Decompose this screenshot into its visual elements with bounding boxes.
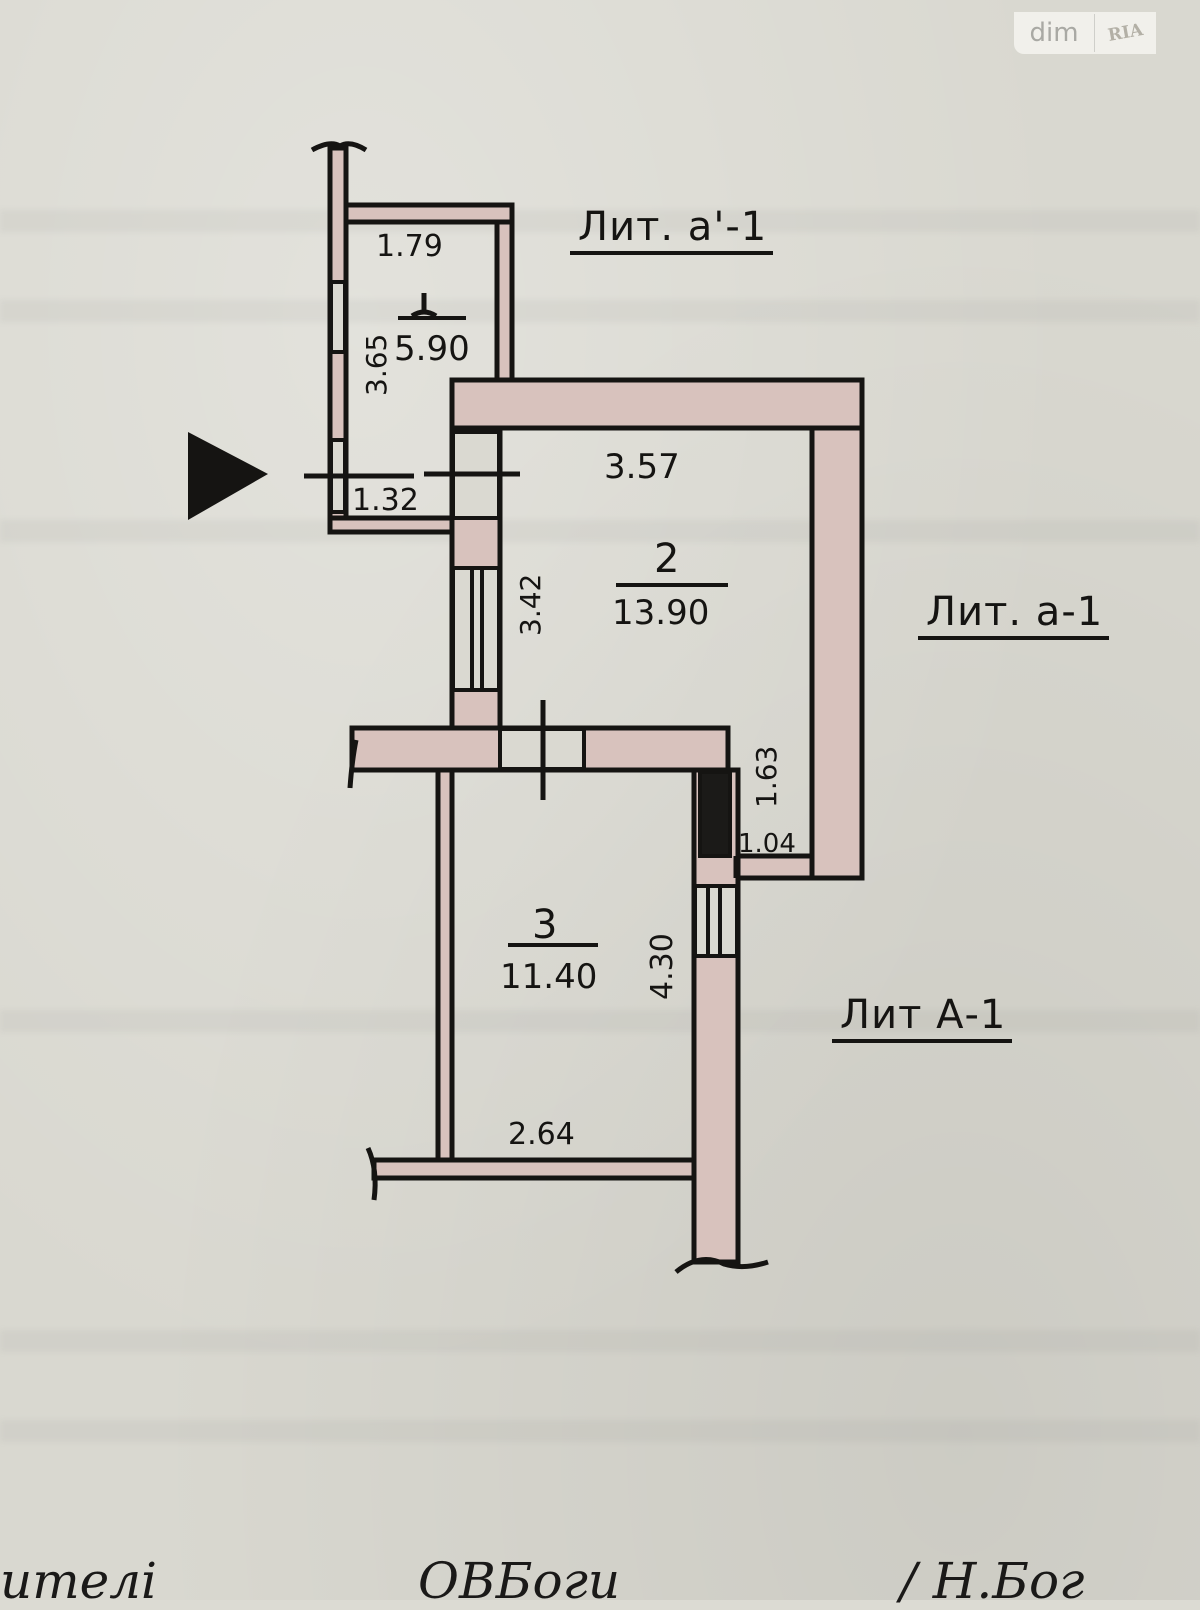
dimria-watermark: dim RIA bbox=[1014, 12, 1156, 54]
room1-length: 3.65 bbox=[360, 334, 393, 396]
faint-print-line bbox=[0, 300, 1200, 322]
room2-width: 3.57 bbox=[604, 447, 680, 487]
room2-area: 13.90 bbox=[612, 593, 709, 633]
footer-text-left: ителі bbox=[0, 1552, 158, 1610]
window-room3-right bbox=[693, 884, 739, 958]
faint-print-line bbox=[0, 1330, 1200, 1352]
window-room2-left bbox=[451, 566, 501, 692]
footer-text-right: / Н.Бог bbox=[900, 1552, 1085, 1610]
label-lit-A1: Лит А-1 bbox=[832, 995, 1013, 1043]
closet-width: 1.04 bbox=[738, 829, 796, 859]
wall-room2-right bbox=[809, 425, 865, 881]
wall-room2-top bbox=[449, 377, 865, 431]
room2-number: 2 bbox=[654, 536, 679, 582]
sink-icon bbox=[410, 293, 438, 319]
watermark-dim-text: dim bbox=[1029, 18, 1079, 48]
room2-length: 3.42 bbox=[514, 574, 547, 636]
walls bbox=[327, 145, 865, 1265]
entrance-arrow-icon bbox=[188, 432, 268, 520]
wall-room1-top bbox=[343, 202, 515, 225]
label-lit-a1-prime: Лит. а'-1 bbox=[570, 207, 774, 255]
faint-print-line bbox=[0, 210, 1200, 232]
room3-number: 3 bbox=[532, 902, 557, 948]
room1-width: 1.79 bbox=[376, 229, 443, 264]
closet-length: 1.63 bbox=[750, 746, 783, 808]
wall-room3-bottom bbox=[371, 1157, 697, 1181]
faint-print-line bbox=[0, 1010, 1200, 1032]
room3-width: 2.64 bbox=[508, 1117, 575, 1152]
stove-block bbox=[698, 770, 732, 858]
room1-area: 5.90 bbox=[394, 329, 470, 369]
wall-room1-bottom bbox=[327, 515, 455, 535]
wall-room2-bottom bbox=[731, 853, 815, 881]
faint-print-line bbox=[0, 520, 1200, 542]
faint-print-line bbox=[0, 1420, 1200, 1442]
label-lit-a1: Лит. а-1 bbox=[918, 592, 1110, 640]
entry-width: 1.32 bbox=[352, 483, 419, 518]
window-room1-left bbox=[329, 280, 347, 354]
watermark-separator bbox=[1094, 14, 1095, 52]
ink-lines bbox=[304, 141, 769, 1274]
footer-signature: ОВБоги bbox=[418, 1552, 621, 1610]
room3-area: 11.40 bbox=[500, 957, 597, 997]
wall-room3-left bbox=[435, 767, 455, 1163]
wall-room1-right bbox=[494, 219, 515, 383]
room3-length: 4.30 bbox=[645, 933, 680, 1000]
